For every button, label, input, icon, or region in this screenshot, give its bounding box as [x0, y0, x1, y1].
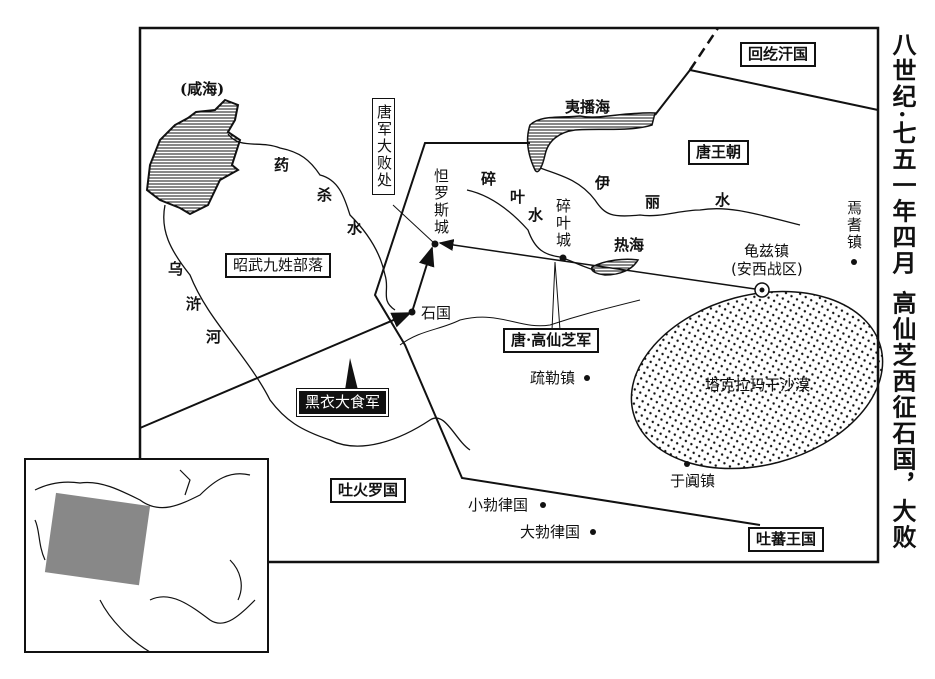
region-uighur: 回纥汗国 — [740, 42, 817, 67]
label-yibo-lake: 夷播海 — [565, 98, 611, 116]
label-xiaobolu: 小勃律国 — [468, 496, 529, 514]
qiuci-dot — [759, 287, 765, 293]
tang-route-north — [411, 246, 435, 313]
taklamakan-desert — [630, 290, 884, 470]
callout-tang-army: 唐·高仙芝军 — [503, 328, 600, 353]
callout-abbasid-army: 黑衣大食军 — [295, 388, 390, 417]
defeat-pointer — [392, 204, 435, 244]
label-wuxu-1: 乌 — [168, 260, 184, 278]
suiye-river — [466, 189, 596, 271]
wuxu-river — [163, 204, 471, 451]
region-tokhara: 吐火罗国 — [330, 478, 407, 503]
label-yili-2: 丽 — [645, 193, 661, 211]
callout-defeat: 唐军大败处 — [372, 98, 395, 195]
xiaobolu-dot — [540, 502, 546, 508]
label-yutian: 于阗镇 — [670, 472, 716, 490]
label-suiye-2: 叶 — [510, 188, 526, 206]
abbasid-pointer — [345, 358, 358, 390]
label-yaosha-3: 水 — [347, 219, 363, 237]
label-xianhai: (咸海) — [180, 80, 225, 98]
label-yaosha-1: 药 — [274, 156, 290, 174]
label-rehai: 热海 — [614, 236, 645, 254]
inset-coastlines — [34, 469, 256, 653]
yanqi-dot — [851, 259, 857, 265]
shule-dot — [584, 375, 590, 381]
aral-sea — [145, 98, 242, 216]
label-taklamakan: 塔克拉玛干沙漠 — [705, 376, 811, 394]
label-wuxu-2: 浒 — [186, 295, 202, 313]
label-qiuci-sub: (安西战区) — [731, 260, 803, 278]
minor-river — [399, 299, 641, 346]
talas-dot — [431, 240, 439, 248]
issyk-kul-lake — [590, 258, 640, 276]
map-title: 八世纪·七五一年四月高仙芝西征石国，大败 — [888, 32, 917, 551]
label-dabolu: 大勃律国 — [520, 523, 581, 541]
map-frame — [138, 26, 880, 564]
label-shiguo: 石国 — [421, 304, 452, 322]
abbasid-route — [139, 312, 412, 429]
label-qiuci: 龟兹镇 — [744, 242, 790, 260]
label-yili-1: 伊 — [595, 174, 611, 192]
suiye-dot — [559, 254, 567, 262]
tang-border — [373, 142, 761, 526]
yibo-lake — [526, 112, 656, 173]
yaosha-river — [227, 133, 396, 311]
label-talas: 怛罗斯城 — [432, 168, 450, 236]
title-line-1: 八世纪·七五一年四月 — [888, 32, 917, 277]
label-yili-3: 水 — [715, 191, 731, 209]
tang-route-west — [438, 239, 763, 291]
label-wuxu-3: 河 — [206, 328, 222, 346]
title-line-2: 高仙芝西征石国，大败 — [888, 290, 917, 551]
inset-highlight — [44, 492, 151, 586]
region-tang: 唐王朝 — [688, 140, 750, 165]
shiguo-dot — [408, 308, 416, 316]
label-yanqi: 焉耆镇 — [845, 200, 863, 251]
label-suiye-city: 碎叶城 — [554, 198, 572, 249]
yutian-dot — [684, 461, 690, 467]
label-yaosha-2: 杀 — [317, 186, 333, 204]
region-zhaowu: 昭武九姓部落 — [225, 253, 332, 278]
dabolu-dot — [590, 529, 596, 535]
tang-army-pointer — [551, 261, 561, 331]
label-suiye-1: 碎 — [481, 170, 497, 188]
yili-river — [539, 167, 801, 226]
region-tibet: 吐蕃王国 — [748, 527, 825, 552]
label-shule: 疏勒镇 — [530, 369, 576, 387]
uighur-border-dashed — [688, 27, 720, 71]
label-suiye-3: 水 — [528, 206, 544, 224]
uighur-border — [654, 68, 879, 116]
